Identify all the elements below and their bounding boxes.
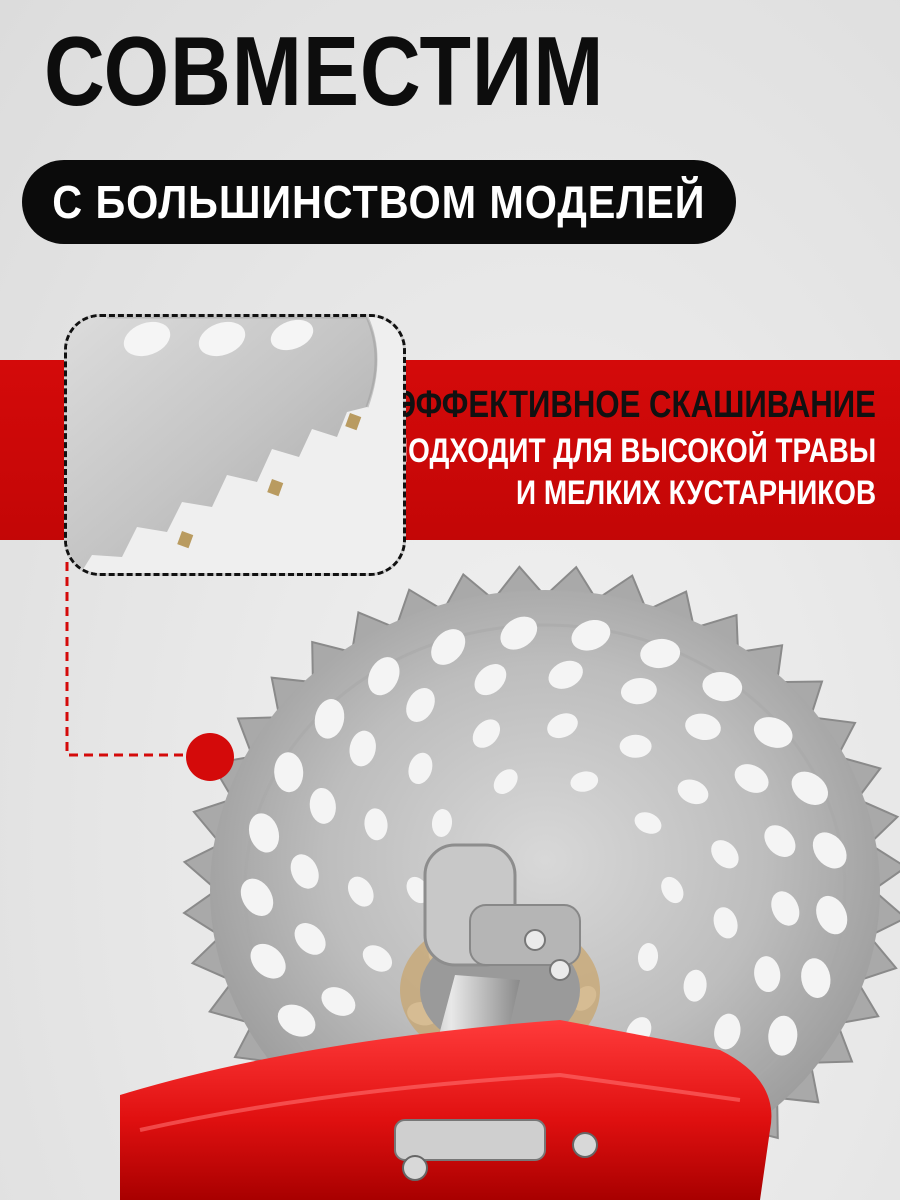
- feature-line-2: И МЕЛКИХ КУСТАРНИКОВ: [515, 474, 876, 512]
- zoom-detail-frame: [64, 314, 406, 576]
- feature-line-1: ПОДХОДИТ ДЛЯ ВЫСОКОЙ ТРАВЫ: [387, 432, 876, 470]
- red-guard: [120, 1020, 772, 1200]
- headline-title: СОВМЕСТИМ: [44, 16, 605, 126]
- shaft-clamp: [394, 1119, 546, 1161]
- zoom-detail-image: [67, 317, 403, 573]
- subtitle-pill: С БОЛЬШИНСТВОМ МОДЕЛЕЙ: [22, 160, 736, 244]
- feature-title: ЭФФЕКТИВНОЕ СКАШИВАНИЕ: [393, 384, 876, 426]
- subtitle-pill-text: С БОЛЬШИНСТВОМ МОДЕЛЕЙ: [52, 176, 706, 228]
- red-dot-marker-icon: [186, 733, 234, 781]
